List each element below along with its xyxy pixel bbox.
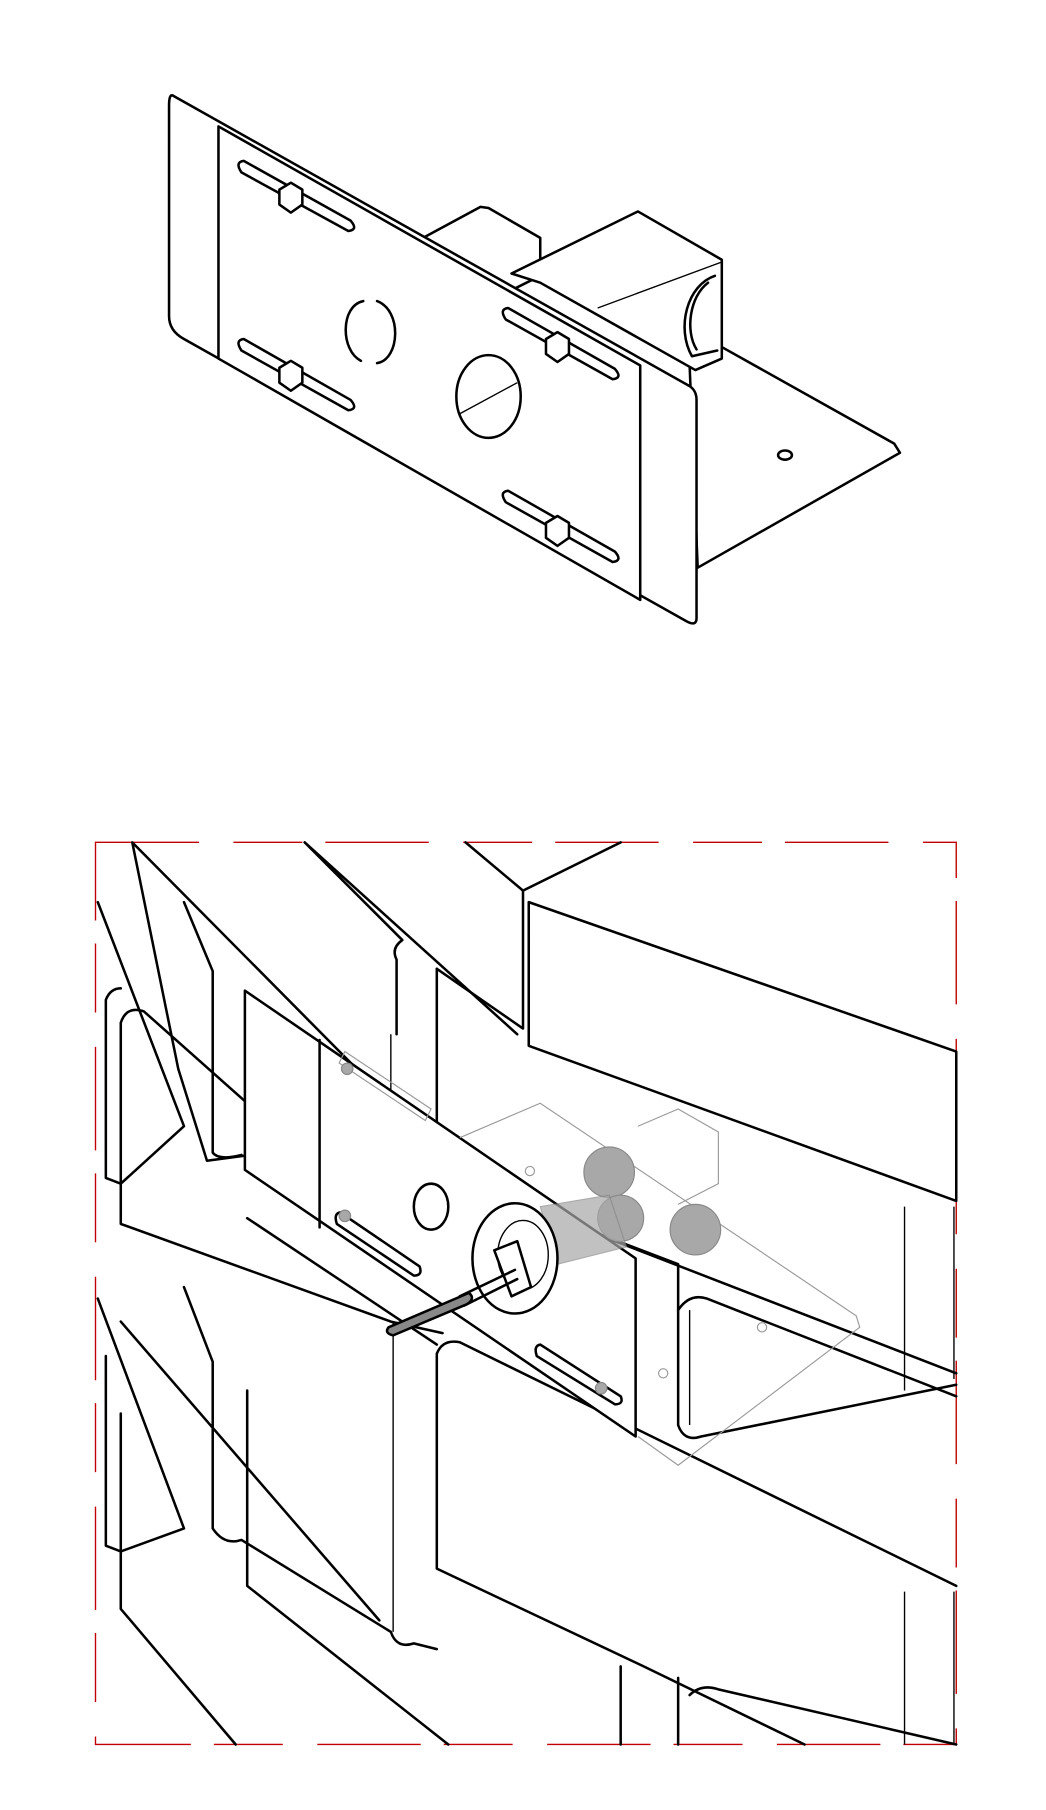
bracket-bottom-plate (688, 345, 902, 569)
hidden-bolt-icon (340, 1062, 354, 1076)
slot-bolt-bottom-right (501, 489, 620, 564)
slot-bolt-bottom-left (237, 337, 356, 412)
slot-bolt-icon (594, 1381, 608, 1395)
installed-slot-left (334, 1211, 422, 1277)
brick (96, 1297, 186, 1553)
installed-slot-right (534, 1343, 623, 1406)
brick (464, 841, 622, 892)
split-ring-hole (344, 299, 397, 365)
split-ring (412, 1182, 450, 1231)
brick (435, 1340, 958, 1746)
hidden-gear-icon (583, 1146, 636, 1199)
brick (119, 1008, 444, 1335)
slot-bolt-top-right (501, 306, 620, 381)
hidden-hole (658, 1368, 669, 1379)
cylinder-cutout (683, 274, 719, 358)
key-blade (493, 1239, 533, 1298)
hex-bolt-icon (278, 181, 304, 214)
hidden-hole (756, 1322, 768, 1333)
brick (96, 900, 186, 1185)
brick (182, 1285, 439, 1651)
slot-bolt-icon (338, 1209, 352, 1223)
hidden-box (637, 1108, 719, 1205)
brick-face (390, 1034, 955, 1745)
bracket-front-plate (217, 125, 642, 602)
center-hole-line (459, 382, 518, 415)
view-boundary-frame (94, 841, 957, 1746)
brick (119, 1216, 439, 1622)
bracket-figure (167, 94, 902, 625)
brick-courses (96, 841, 958, 1746)
brick (527, 900, 958, 1203)
brick (303, 841, 519, 1036)
hex-bolt-icon (544, 514, 571, 548)
slot-bolt-top-left (237, 159, 356, 233)
brick (619, 1665, 958, 1746)
brick-edge (435, 889, 525, 1030)
box-top-edge (597, 261, 723, 309)
wall-installation-figure (94, 841, 958, 1746)
hex-bolt-icon (544, 330, 571, 364)
brick (119, 1412, 237, 1746)
key-handle (385, 1291, 474, 1337)
hidden-hole (524, 1165, 536, 1177)
brick-face (688, 1206, 955, 1426)
bracket-front-box (510, 210, 724, 372)
hidden-bottom-plate (459, 1102, 861, 1466)
center-hole (455, 353, 522, 440)
brick (435, 967, 958, 1440)
bottom-plate-hole (776, 449, 794, 461)
hidden-gear-icon (669, 1203, 722, 1256)
installed-front-plate (243, 989, 637, 1438)
brick (245, 1389, 450, 1746)
brick (182, 900, 243, 1159)
hidden-components (338, 1050, 861, 1466)
hidden-slot (338, 1050, 432, 1122)
hex-bolt-icon (278, 359, 304, 392)
